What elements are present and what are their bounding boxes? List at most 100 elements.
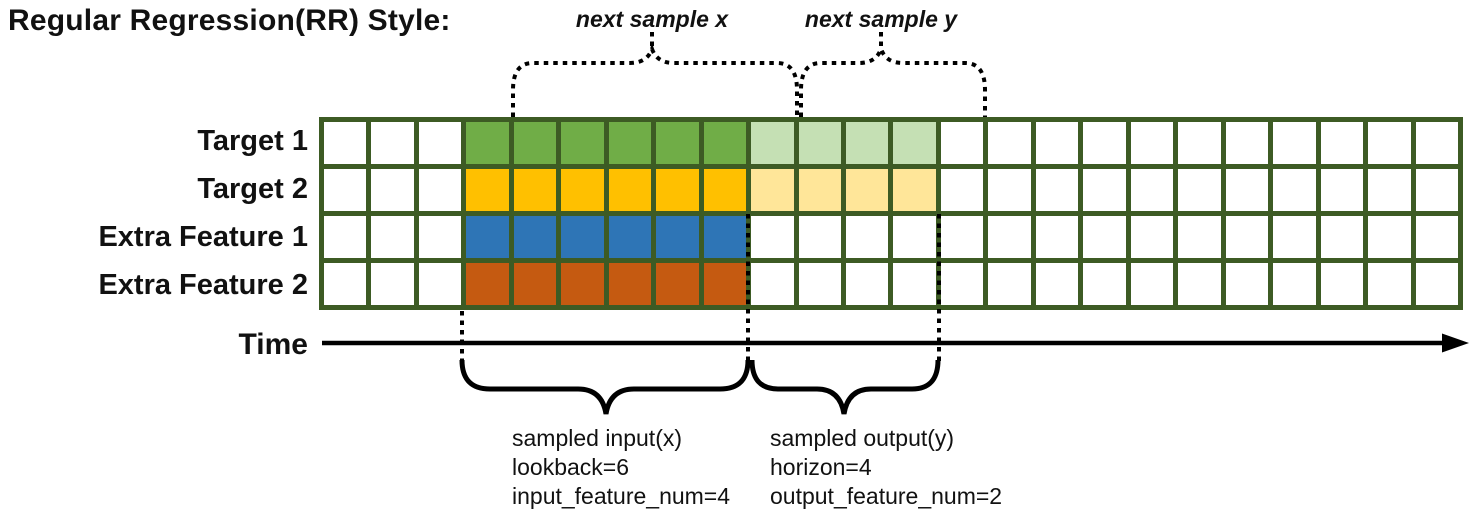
grid-cell [798, 169, 842, 211]
grid-cell [418, 169, 462, 211]
row-labels: Target 1 Target 2 Extra Feature 1 Extra Fea… [0, 117, 308, 310]
row-label-extra-feature: Extra Feature 2 [98, 269, 308, 302]
grid-cell [466, 216, 509, 258]
grid-cell [513, 169, 557, 211]
grid-cell [1178, 122, 1221, 164]
grid-cell [656, 122, 699, 164]
grid-cell [656, 263, 699, 305]
grid-cell [608, 216, 652, 258]
grid-cell [893, 263, 936, 305]
grid-cell [1368, 216, 1411, 258]
grid-cell [703, 263, 747, 305]
grid-cell [751, 169, 794, 211]
grid-cell [988, 122, 1031, 164]
grid-cell [846, 169, 889, 211]
grid-cell [1035, 169, 1079, 211]
grid-cell [1273, 263, 1316, 305]
grid-cell [703, 216, 747, 258]
grid-cell [893, 122, 936, 164]
grid-cell [371, 122, 414, 164]
grid-cell [940, 216, 984, 258]
grid-cell [1415, 122, 1458, 164]
grid-cell [466, 169, 509, 211]
grid-cell [1083, 169, 1126, 211]
grid-cell [1368, 122, 1411, 164]
grid-cell [1035, 263, 1079, 305]
grid-cell [988, 169, 1031, 211]
grid-cell [1273, 169, 1316, 211]
grid-cell [561, 122, 604, 164]
grid-cell [418, 263, 462, 305]
grid-cell [1225, 216, 1269, 258]
grid-cell [751, 122, 794, 164]
grid-cell [656, 169, 699, 211]
grid-cell [324, 216, 367, 258]
next-sample-x-label: next sample x [575, 6, 729, 32]
grid-cell [418, 122, 462, 164]
horizon-value: horizon=4 [770, 454, 872, 480]
grid [319, 117, 1463, 310]
row-label-extra-feature: Extra Feature 1 [98, 221, 308, 254]
grid-cell [1083, 263, 1126, 305]
grid-cell [1130, 263, 1174, 305]
grid-cell [608, 122, 652, 164]
sampled-output-info: sampled output(y) horizon=4 output_featu… [770, 424, 1002, 511]
sampled-input-info: sampled input(x) lookback=6 input_featur… [512, 424, 730, 511]
grid-cell [846, 216, 889, 258]
grid-cell [1035, 122, 1079, 164]
grid-cell [988, 263, 1031, 305]
lookback-value: lookback=6 [512, 454, 629, 480]
grid-cell [1225, 263, 1269, 305]
grid-cell [1225, 169, 1269, 211]
grid-cell [1083, 122, 1126, 164]
sampled-input-title: sampled input(x) [512, 425, 683, 451]
grid-cell [1415, 216, 1458, 258]
grid-cell [1178, 216, 1221, 258]
grid-cell [1130, 216, 1174, 258]
grid-cell [1415, 169, 1458, 211]
page-title: Regular Regression(RR) Style: [8, 4, 451, 37]
grid-cell [1083, 216, 1126, 258]
sampled-output-brace [749, 359, 941, 415]
grid-cell [371, 169, 414, 211]
grid-cell [371, 216, 414, 258]
grid-cell [466, 263, 509, 305]
grid-cell [1368, 263, 1411, 305]
grid-cell [561, 169, 604, 211]
grid-cell [1035, 216, 1079, 258]
grid-cell [893, 169, 936, 211]
grid-cell [798, 263, 842, 305]
grid-cell [703, 122, 747, 164]
grid-cell [751, 263, 794, 305]
grid-cell [1178, 169, 1221, 211]
grid-cell [466, 122, 509, 164]
row-label-target: Target 2 [197, 172, 308, 205]
grid-cell [561, 263, 604, 305]
grid-cell [1368, 169, 1411, 211]
grid-cell [1130, 169, 1174, 211]
next-sample-x-brace [511, 43, 799, 117]
input-feature-num-value: input_feature_num=4 [512, 483, 731, 509]
grid-cell [1273, 122, 1316, 164]
grid-cell [608, 263, 652, 305]
grid-cell [1320, 216, 1364, 258]
grid-cell [1178, 263, 1221, 305]
grid-cell [988, 216, 1031, 258]
grid-cell [1273, 216, 1316, 258]
grid-cell [751, 216, 794, 258]
grid-cell [703, 169, 747, 211]
grid-cell [1225, 122, 1269, 164]
time-axis-label: Time [238, 328, 308, 361]
next-sample-y-brace [799, 43, 987, 117]
row-label-target: Target 1 [197, 124, 308, 157]
grid-cell [1320, 263, 1364, 305]
grid-cell [940, 263, 984, 305]
grid-cell [371, 263, 414, 305]
grid-cell [513, 216, 557, 258]
grid-cell [846, 122, 889, 164]
grid-cell [798, 216, 842, 258]
grid-cell [798, 122, 842, 164]
grid-cell [513, 263, 557, 305]
grid-cell [561, 216, 604, 258]
grid-cell [940, 169, 984, 211]
